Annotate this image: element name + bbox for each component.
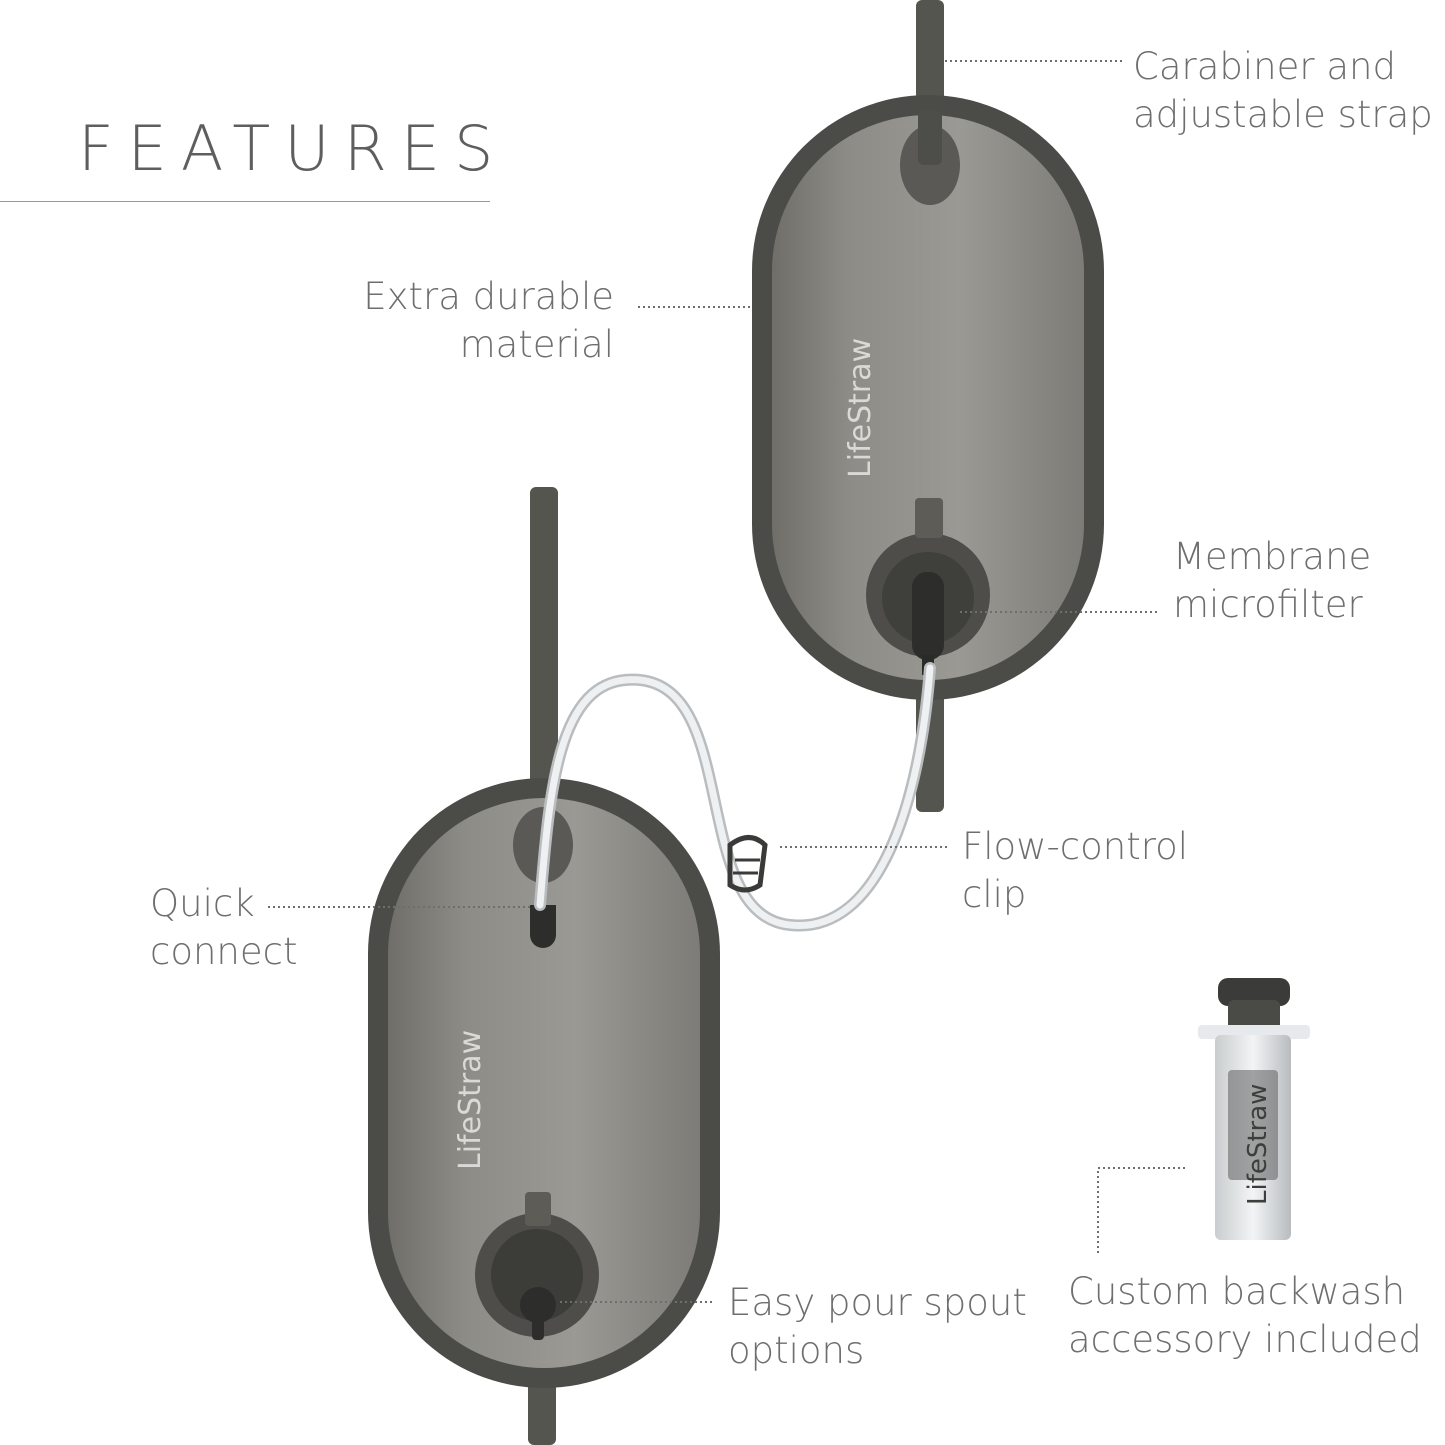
- backwash-label: Custom backwash accessory included: [1068, 1268, 1422, 1364]
- quick-connect-icon: [530, 905, 556, 948]
- lower-bag: LifeStraw: [368, 487, 720, 1445]
- backwash-label-line1: Custom backwash: [1068, 1270, 1406, 1313]
- material-label: Extra durable material: [363, 273, 614, 369]
- page-title: FEATURES: [78, 112, 508, 185]
- material-label-line2: material: [459, 323, 614, 366]
- lower-bag-logo: LifeStraw: [453, 1030, 488, 1170]
- material-label-line1: Extra durable: [363, 275, 614, 318]
- backwash-logo: LifeStraw: [1243, 1084, 1273, 1205]
- upper-bag-body: [772, 115, 1084, 680]
- microfilter-icon: [912, 572, 944, 660]
- backwash-plunger-cap: [1218, 978, 1290, 1006]
- flow-clip-label-line2: clip: [962, 873, 1027, 916]
- quick-connect-label-line1: Quick: [150, 882, 255, 925]
- backwash-leader: [1097, 1167, 1185, 1255]
- lower-bag-top-strap: [530, 487, 558, 807]
- flow-control-clip-icon: [727, 835, 768, 893]
- upper-bag-logo: LifeStraw: [843, 338, 878, 478]
- carabiner-label-line2: adjustable strap: [1133, 93, 1433, 136]
- microfilter-label-line2: microfilter: [1173, 583, 1363, 626]
- title-divider: [0, 201, 490, 202]
- microfilter-label-line1: Membrane: [1173, 535, 1372, 578]
- carabiner-label-line1: Carabiner and: [1133, 45, 1396, 88]
- pour-spout-label-line2: options: [728, 1329, 865, 1372]
- microfilter-label: Membrane microfilter: [1173, 533, 1371, 629]
- backwash-label-line2: accessory included: [1068, 1318, 1422, 1361]
- quick-connect-label: Quick connect: [150, 880, 298, 976]
- flow-clip-label-line1: Flow-control: [962, 825, 1189, 868]
- pour-spout-label: Easy pour spout options: [728, 1279, 1027, 1375]
- flow-clip-label: Flow-control clip: [962, 823, 1188, 919]
- carabiner-label: Carabiner and adjustable strap: [1133, 43, 1433, 139]
- quick-connect-label-line2: connect: [150, 930, 298, 973]
- lower-bag-body: [388, 798, 700, 1368]
- leader-lines: [268, 60, 1185, 1303]
- upper-bag: LifeStraw: [752, 0, 1104, 812]
- pour-spout-label-line1: Easy pour spout: [728, 1281, 1027, 1324]
- backwash-accessory: LifeStraw: [1198, 978, 1310, 1240]
